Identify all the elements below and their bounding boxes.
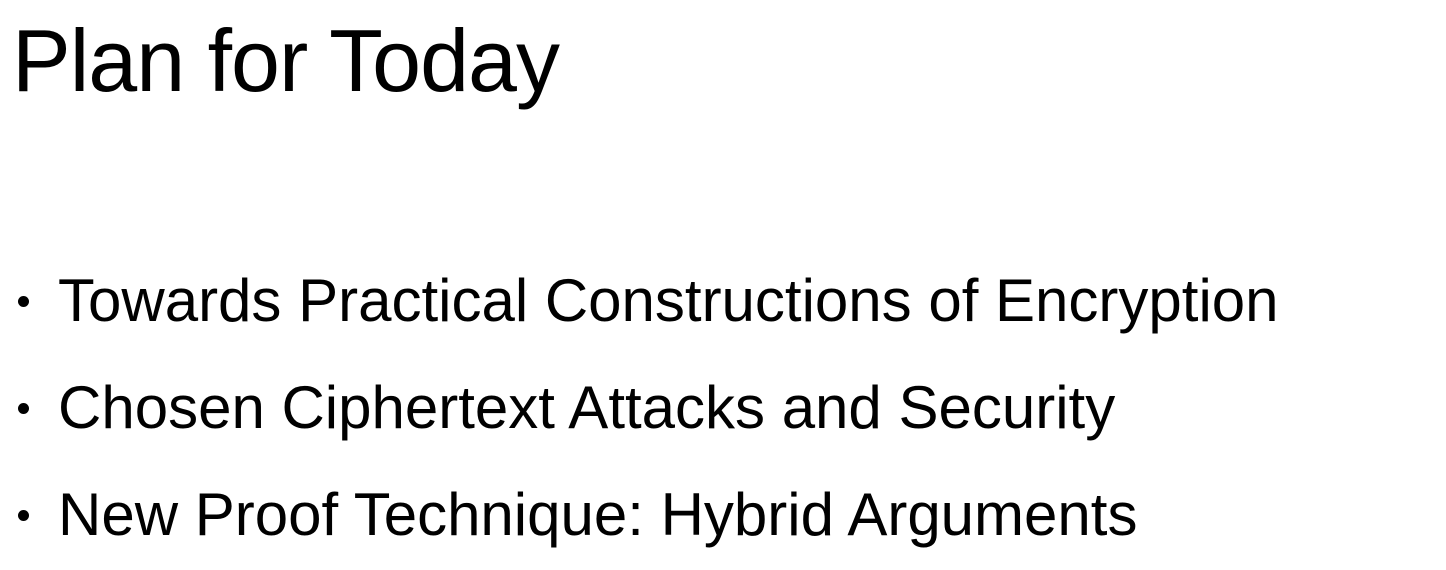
bullet-text: Towards Practical Constructions of Encry… — [58, 267, 1279, 334]
bullet-text: New Proof Technique: Hybrid Arguments — [58, 481, 1138, 548]
slide-title: Plan for Today — [12, 11, 560, 110]
bullet-dot-icon — [18, 402, 29, 414]
bullet-dot-icon — [18, 295, 29, 307]
bullet-dot-icon — [18, 509, 29, 521]
bullet-item: New Proof Technique: Hybrid Arguments — [10, 460, 1279, 570]
bullet-list: Towards Practical Constructions of Encry… — [10, 246, 1279, 570]
slide: Plan for Today Towards Practical Constru… — [12, 11, 1279, 548]
bullet-item: Towards Practical Constructions of Encry… — [10, 246, 1279, 356]
bullet-item: Chosen Ciphertext Attacks and Security — [10, 353, 1279, 463]
bullet-text: Chosen Ciphertext Attacks and Security — [58, 374, 1116, 441]
